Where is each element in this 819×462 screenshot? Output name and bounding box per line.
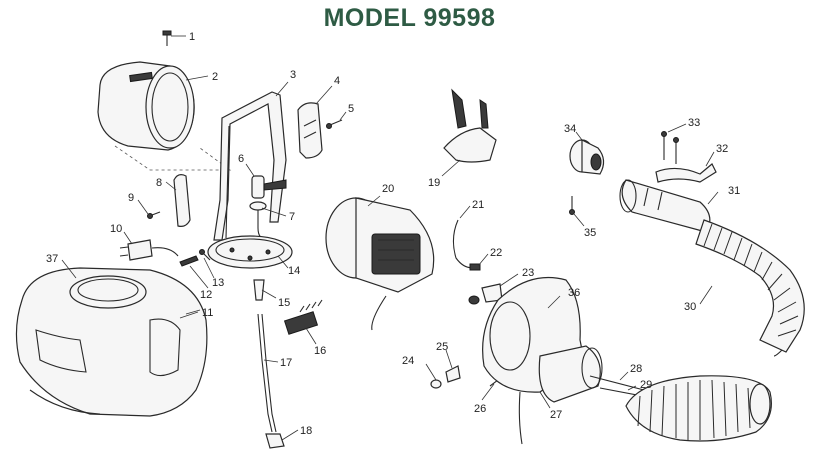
part-11-canister-tank xyxy=(15,267,208,417)
callout-17: 17 xyxy=(280,357,292,369)
callout-30: 30 xyxy=(684,301,696,313)
part-13-screw xyxy=(199,249,211,261)
callout-35: 35 xyxy=(584,227,596,239)
callout-31: 31 xyxy=(728,185,740,197)
part-27-nozzle xyxy=(518,345,603,445)
part-25-washer xyxy=(445,365,461,383)
callout-36: 36 xyxy=(568,287,580,299)
callout-10: 10 xyxy=(110,223,122,235)
callout-37: 37 xyxy=(46,253,58,265)
part-28-rod xyxy=(589,375,645,391)
callout-26: 26 xyxy=(474,403,486,415)
part-20-motor xyxy=(325,197,435,331)
part-10-power-cord-plug xyxy=(119,239,179,261)
part-16-brush xyxy=(283,299,323,335)
part-2-filter-housing xyxy=(97,61,232,171)
part-30-hose xyxy=(625,219,805,442)
part-21-wire xyxy=(452,219,481,269)
callout-22: 22 xyxy=(490,247,502,259)
part-34-cuff-fitting xyxy=(569,139,605,175)
callout-29: 29 xyxy=(640,379,652,391)
callout-28: 28 xyxy=(630,363,642,375)
part-35-screw xyxy=(569,196,575,215)
part-1-screw xyxy=(162,30,172,46)
part-31-hose-cuff xyxy=(619,179,711,233)
callout-34: 34 xyxy=(564,123,576,135)
callout-20: 20 xyxy=(382,183,394,195)
part-12-cord-clamp xyxy=(179,255,199,267)
callout-12: 12 xyxy=(200,289,212,301)
part-7-switch-nut xyxy=(249,201,269,241)
callout-27: 27 xyxy=(550,409,562,421)
callout-13: 13 xyxy=(212,277,224,289)
callout-21: 21 xyxy=(472,199,484,211)
part-33-screws xyxy=(661,131,679,164)
part-4-bracket xyxy=(297,102,323,159)
callout-15: 15 xyxy=(278,297,290,309)
callout-11: 11 xyxy=(202,307,213,319)
part-5-screw xyxy=(326,119,343,129)
part-6-switch xyxy=(251,175,287,199)
callout-18: 18 xyxy=(300,425,312,437)
callout-16: 16 xyxy=(314,345,326,357)
part-37-tank-inlet xyxy=(69,275,147,309)
part-24-nut xyxy=(430,379,442,389)
part-8-bracket xyxy=(173,174,191,227)
part-14-base-plate xyxy=(207,235,293,269)
callout-14: 14 xyxy=(288,265,300,277)
callout-9: 9 xyxy=(128,192,134,204)
part-15-float-cage xyxy=(253,279,265,301)
leader-lines xyxy=(61,35,719,441)
callout-33: 33 xyxy=(688,117,700,129)
callout-32: 32 xyxy=(716,143,728,155)
part-32-hose-clip xyxy=(655,163,717,183)
callout-6: 6 xyxy=(238,153,244,165)
callout-1: 1 xyxy=(189,31,195,43)
part-19-hose-clip xyxy=(443,88,497,163)
callout-3: 3 xyxy=(290,69,296,81)
callout-7: 7 xyxy=(289,211,295,223)
callout-25: 25 xyxy=(436,341,448,353)
callout-5: 5 xyxy=(348,103,354,115)
callout-8: 8 xyxy=(156,177,162,189)
diagram-title: MODEL 99598 xyxy=(323,4,496,32)
callout-labels: 1 2 3 4 5 6 7 8 9 10 11 12 13 14 15 16 1… xyxy=(46,31,740,437)
callout-4: 4 xyxy=(334,75,340,87)
callout-23: 23 xyxy=(522,267,534,279)
part-9-screw xyxy=(147,211,161,219)
callout-19: 19 xyxy=(428,177,440,189)
callout-24: 24 xyxy=(402,355,414,367)
part-18-float xyxy=(265,433,285,449)
part-3-handle-frame xyxy=(213,91,287,241)
callout-2: 2 xyxy=(212,71,218,83)
part-17-rod xyxy=(257,313,277,433)
part-22-connector xyxy=(469,263,481,271)
